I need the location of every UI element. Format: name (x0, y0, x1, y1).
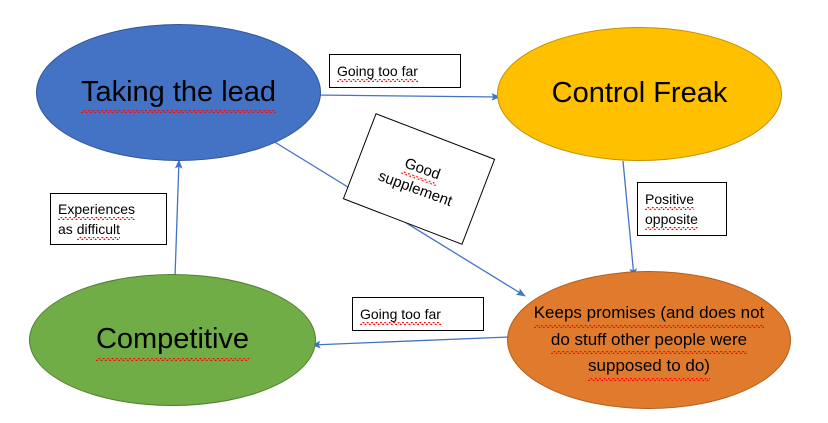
node-taking-the-lead[interactable]: Taking the lead (36, 24, 321, 161)
edge-label-going-too-far-top-text: Going too far (337, 61, 453, 83)
connector-taking-the-lead-to-control-freak (313, 93, 501, 101)
node-keeps-promises-line-2: do stuff other people were (550, 327, 748, 355)
edge-label-going-too-far-bottom-text: Going too far (360, 304, 476, 326)
node-control-freak-label: Control Freak (551, 77, 728, 110)
node-keeps-promises-line-3: supposed to do) (588, 353, 710, 381)
node-competitive[interactable]: Competitive (29, 274, 316, 406)
node-keeps-promises-line-1: Keeps promises (and does not (533, 300, 764, 329)
edge-label-experiences-as-difficult-line-1: Experiences (58, 199, 159, 221)
node-control-freak[interactable]: Control Freak (497, 27, 782, 161)
edge-label-positive-opposite-line-1: Positive (645, 189, 719, 211)
edge-label-going-too-far-top[interactable]: Going too far (329, 54, 461, 88)
edge-label-experiences-as-difficult[interactable]: Experiences as difficult (50, 193, 167, 245)
edge-label-positive-opposite[interactable]: Positive opposite (637, 182, 727, 236)
edge-label-going-too-far-bottom[interactable]: Going too far (352, 297, 484, 331)
misspelled-word-difficult: difficult (76, 219, 121, 241)
edge-label-experiences-as-difficult-line-2: as difficult (58, 219, 159, 241)
connector-keeps-promises-to-competitive (311, 336, 510, 349)
node-taking-the-lead-label: Taking the lead (75, 74, 282, 114)
edge-label-positive-opposite-line-2: opposite (645, 209, 719, 231)
connector-competitive-to-taking-the-lead (174, 159, 183, 278)
connector-control-freak-to-keeps-promises (622, 160, 637, 278)
node-competitive-label: Competitive (90, 321, 255, 361)
